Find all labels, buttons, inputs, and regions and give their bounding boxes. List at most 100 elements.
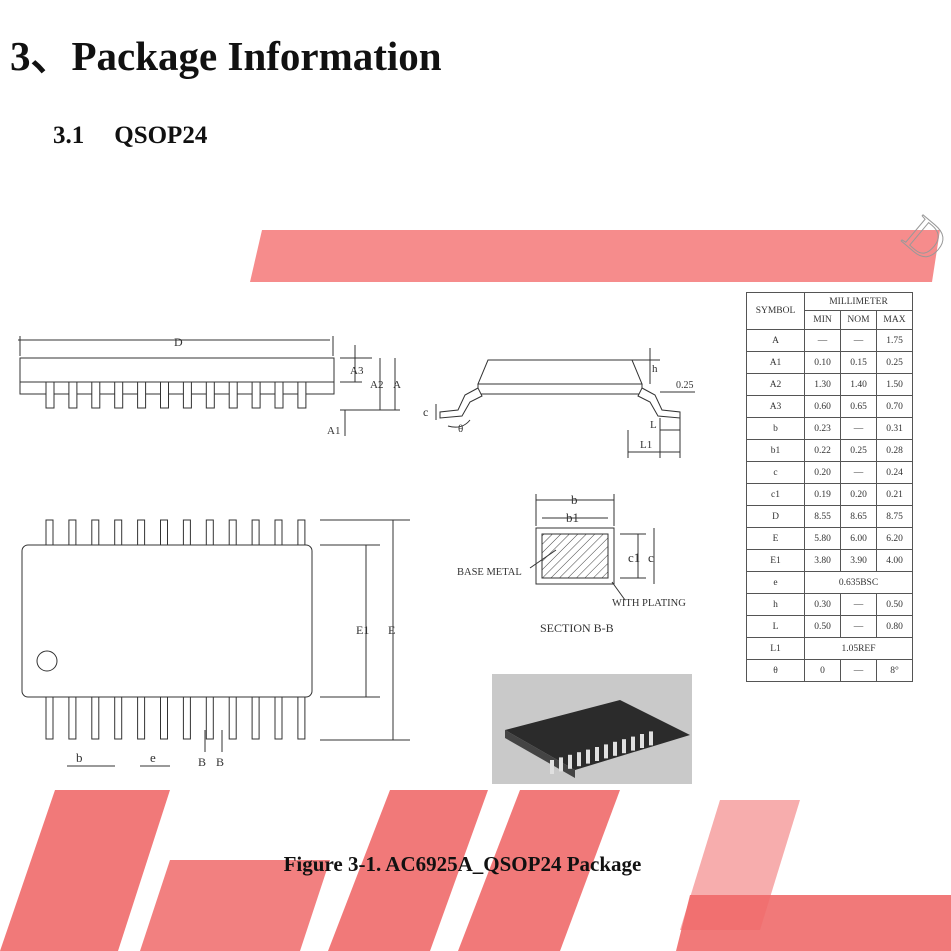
photo-pin — [631, 736, 635, 751]
side-lead — [297, 381, 307, 409]
cell-value-span: 1.05REF — [804, 637, 913, 660]
cell-min: 0.50 — [804, 615, 841, 638]
cell-max: 0.28 — [876, 439, 913, 462]
cell-symbol: c — [746, 461, 805, 484]
cell-symbol: A2 — [746, 373, 805, 396]
watermark-curve — [140, 860, 330, 951]
label-B2: B — [216, 755, 224, 769]
watermark-letter-right — [680, 800, 800, 930]
section-title: QSOP24 — [114, 122, 208, 149]
side-lead — [137, 381, 147, 409]
cell-symbol: e — [746, 571, 805, 594]
photo-pin — [577, 752, 581, 767]
cell-nom: 0.25 — [840, 439, 877, 462]
cell-min: 8.55 — [804, 505, 841, 528]
label-B1: B — [198, 755, 206, 769]
cell-nom: — — [840, 615, 877, 638]
label-L1: L1 — [640, 439, 652, 451]
cell-symbol: L — [746, 615, 805, 638]
top-leads-upper — [45, 519, 306, 546]
cell-symbol: E — [746, 527, 805, 550]
label-D: D — [174, 335, 183, 349]
photo-pin — [586, 749, 590, 764]
label-with-plating: WITH PLATING — [612, 598, 686, 609]
pin-upper — [68, 519, 77, 546]
pin-upper — [297, 519, 306, 546]
side-lead — [160, 381, 169, 409]
cell-nom: — — [840, 593, 877, 616]
label-sec-c1: c1 — [628, 550, 640, 565]
pin-lower — [114, 696, 123, 740]
pin-lower — [205, 696, 214, 740]
header-max: MAX — [876, 310, 913, 330]
cell-symbol: L1 — [746, 637, 805, 660]
photo-pin — [568, 754, 572, 769]
side-lead — [251, 381, 261, 409]
cell-min: 0.10 — [804, 351, 841, 374]
pin-lower — [251, 696, 260, 740]
cell-max: 8.75 — [876, 505, 913, 528]
cell-nom: 0.65 — [840, 395, 877, 418]
cell-min: 5.80 — [804, 527, 841, 550]
cell-max: 1.50 — [876, 373, 913, 396]
pin-lower — [160, 696, 168, 740]
cell-symbol: b — [746, 417, 805, 440]
top-view: E1 E b e B B — [21, 519, 410, 769]
pin-upper — [228, 519, 237, 546]
cell-min: 0.22 — [804, 439, 841, 462]
header-unit: MILLIMETER — [804, 292, 913, 311]
label-A: A — [393, 379, 401, 391]
side-lead — [114, 381, 124, 409]
pin-upper — [160, 519, 168, 546]
cell-max: 0.21 — [876, 483, 913, 506]
label-base-metal: BASE METAL — [457, 567, 522, 578]
pin-upper — [182, 519, 191, 546]
side-view: D A3 A2 A A1 — [18, 335, 401, 437]
cell-min: 3.80 — [804, 549, 841, 572]
label-E1: E1 — [356, 623, 369, 637]
watermark-letter-mid2 — [458, 790, 620, 951]
cell-min: 0 — [804, 659, 841, 682]
pin-upper — [114, 519, 123, 546]
cell-max: 8° — [876, 659, 913, 682]
pin-upper — [137, 519, 146, 546]
photo-pin — [604, 744, 608, 759]
header-nom: NOM — [840, 310, 877, 330]
side-lead — [274, 381, 284, 409]
cell-value-span: 0.635BSC — [804, 571, 913, 594]
side-lead — [68, 381, 78, 409]
photo-pin — [613, 741, 617, 756]
cell-min: 0.30 — [804, 593, 841, 616]
label-gauge: 0.25 — [676, 380, 694, 391]
header-min: MIN — [804, 310, 841, 330]
side-lead — [205, 381, 215, 409]
watermark-band — [250, 230, 940, 282]
table-row: A——1.75 — [746, 329, 913, 352]
cell-max: 0.24 — [876, 461, 913, 484]
photo-pin — [595, 747, 599, 761]
pin-lower — [137, 696, 146, 740]
cell-nom: 1.40 — [840, 373, 877, 396]
cell-nom: — — [840, 417, 877, 440]
cell-min: 0.20 — [804, 461, 841, 484]
cell-nom: — — [840, 659, 877, 682]
cell-max: 6.20 — [876, 527, 913, 550]
cell-symbol: D — [746, 505, 805, 528]
photo-pin — [622, 739, 626, 754]
label-c: c — [423, 405, 428, 419]
photo-pin — [559, 757, 563, 772]
side-lead — [91, 381, 101, 409]
pin-lower — [297, 696, 306, 740]
label-E: E — [388, 623, 395, 637]
cell-min: 0.19 — [804, 483, 841, 506]
label-e: e — [150, 750, 156, 765]
pin-lower — [182, 696, 191, 740]
